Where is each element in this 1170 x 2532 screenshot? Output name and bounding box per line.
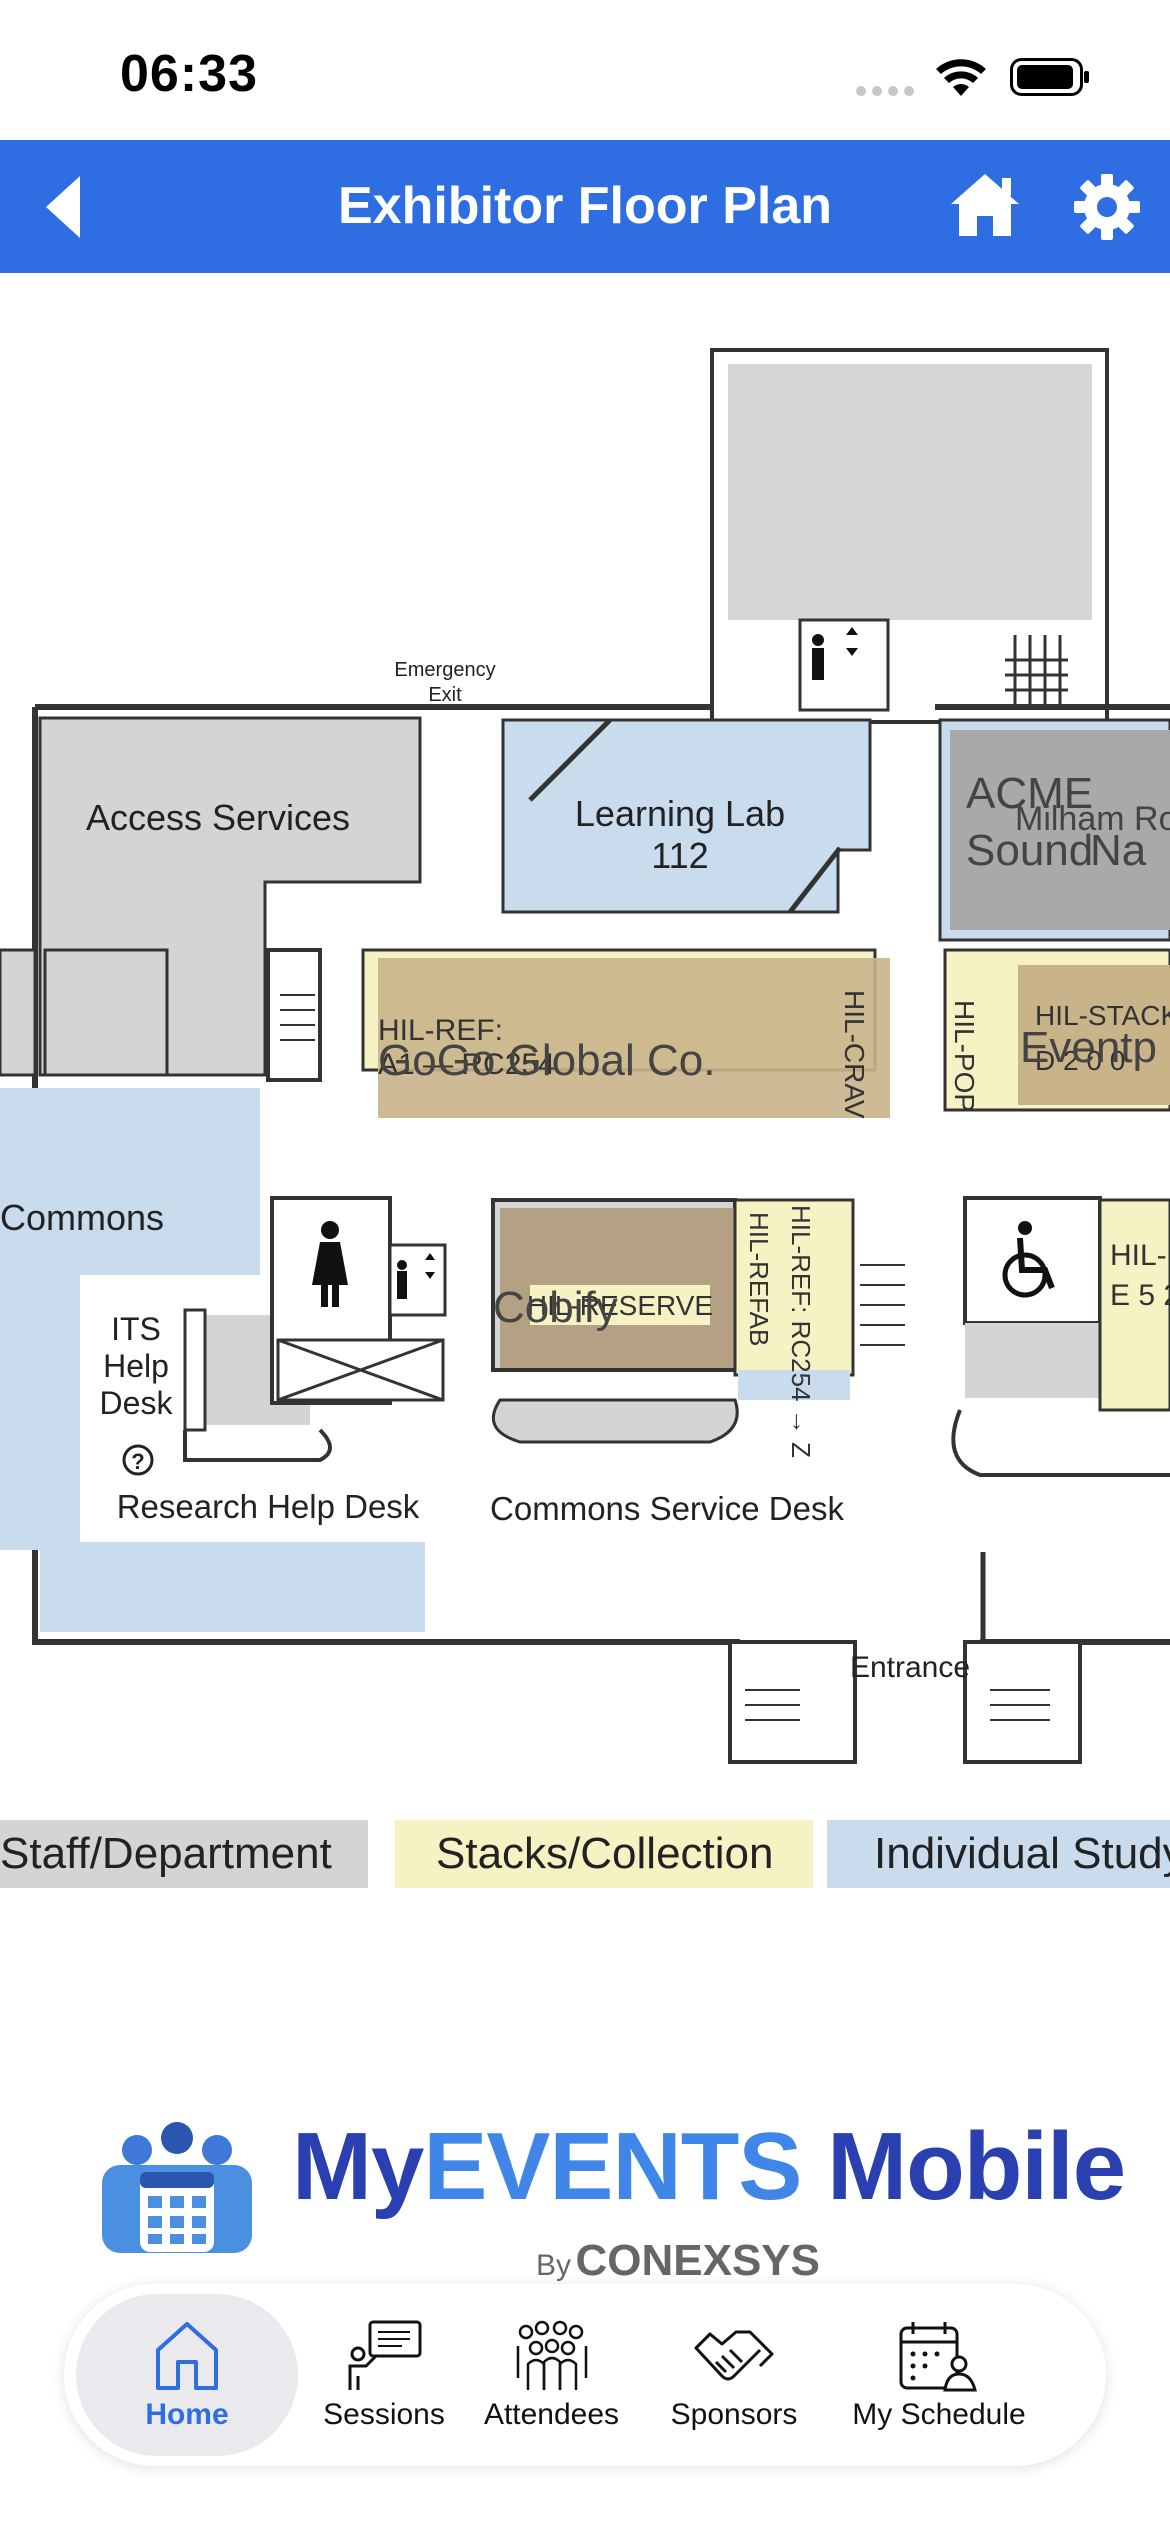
- tab-sessions-label: Sessions: [323, 2398, 445, 2431]
- tab-attendees[interactable]: Attendees: [464, 2284, 639, 2466]
- exhibitor-eventp: Eventp: [1020, 1023, 1157, 1072]
- entrance-label: Entrance: [850, 1651, 970, 1684]
- legend-study-label: Individual Study: [874, 1829, 1170, 1878]
- exhibitor-cobify: Cobify: [493, 1283, 618, 1332]
- presenter-icon: [348, 2320, 422, 2390]
- tab-home-label: Home: [145, 2398, 229, 2431]
- tab-sponsors[interactable]: Sponsors: [639, 2284, 829, 2466]
- stairs-top: [1005, 635, 1068, 710]
- legend-staff: [0, 1820, 368, 1888]
- back-button[interactable]: [42, 174, 84, 245]
- home-icon: [156, 2322, 218, 2390]
- battery-icon: [1010, 58, 1092, 101]
- handshake-icon: [694, 2330, 774, 2381]
- staff-area-top: [728, 364, 1092, 620]
- settings-button[interactable]: [1072, 172, 1142, 247]
- tab-sponsors-label: Sponsors: [670, 2398, 798, 2431]
- commons-label: Commons: [0, 1197, 164, 1238]
- access-services-label: Access Services: [86, 797, 350, 838]
- its-help-desk-label-2: Help: [103, 1348, 169, 1384]
- legend-study: [827, 1820, 1170, 1888]
- hil-refab-label: HIL-REFAB: [744, 1212, 774, 1346]
- hil-crav-label: HIL-CRAV: [839, 990, 870, 1119]
- exhibitor-gogo-global: GoGo Global Co.: [378, 1036, 716, 1085]
- home-button[interactable]: [948, 170, 1022, 245]
- elevator-icon-top: [812, 627, 858, 680]
- tab-attendees-label: Attendees: [483, 2398, 620, 2431]
- its-help-desk-label-1: ITS: [111, 1311, 161, 1347]
- svg-text:?: ?: [131, 1449, 144, 1474]
- hil-pop-label: HIL-POP: [949, 1000, 980, 1112]
- research-help-desk-label: Research Help Desk: [117, 1488, 420, 1525]
- cellular-signal-icon: [855, 84, 917, 103]
- tab-home[interactable]: Home: [76, 2294, 298, 2456]
- page-title: Exhibitor Floor Plan: [337, 177, 833, 235]
- exhibitor-acme-sound-2: Sound: [966, 826, 1093, 875]
- restroom-icon: [312, 1221, 348, 1307]
- elevator-icon: [397, 1253, 435, 1299]
- hil-reserve-label: HIL-RESERVE: [527, 1290, 713, 1321]
- gear-icon: [1074, 174, 1140, 240]
- hil-stack-label: HIL-STACK: [1035, 1000, 1170, 1031]
- legend-stacks: [395, 1820, 813, 1888]
- bottom-tab-bar: Home Sessions Attendees: [64, 2284, 1106, 2466]
- conexsys-logo-text: By CONEXSYS: [536, 2236, 820, 2285]
- myevents-logo-icon: [100, 2120, 254, 2260]
- hil-ref-range: A1 — RC254: [378, 1048, 555, 1081]
- hil-ref-rc-label: HIL-REF: RC254 → Z: [786, 1205, 816, 1458]
- hil-stack-range: D 2 0 0: [1035, 1045, 1125, 1076]
- myevents-logo-text: MyEVENTS Mobile: [292, 2113, 1126, 2220]
- hil-e-label: HIL-: [1110, 1239, 1167, 1272]
- learning-lab-label: Learning Lab: [575, 793, 785, 834]
- status-time: 06:33: [120, 45, 258, 103]
- wifi-icon: [935, 58, 987, 103]
- exhibitor-acme-sound-1: ACME: [966, 769, 1093, 818]
- chevron-left-icon: [46, 176, 80, 238]
- wheelchair-icon: [1002, 1221, 1055, 1298]
- people-icon: [516, 2320, 587, 2390]
- learning-lab-number: 112: [651, 835, 708, 876]
- booth-gogo-global[interactable]: [378, 958, 890, 1118]
- tab-my-schedule[interactable]: My Schedule: [829, 2284, 1049, 2466]
- hil-e-range: E 5 2: [1110, 1279, 1170, 1312]
- exhibitor-milham: Milham Ro: [1015, 800, 1170, 838]
- commons-area[interactable]: [0, 1088, 425, 1632]
- commons-service-desk-label: Commons Service Desk: [490, 1490, 844, 1527]
- its-help-desk-label-3: Desk: [100, 1385, 174, 1421]
- floor-plan-map[interactable]: Emergency Exit Access Services Learning …: [0, 330, 1170, 1900]
- emergency-exit-label: Emergency: [394, 659, 495, 681]
- exhibitor-na: Na: [1090, 826, 1147, 875]
- legend-staff-label: Staff/Department: [0, 1829, 332, 1878]
- legend-stacks-label: Stacks/Collection: [436, 1829, 773, 1878]
- app-header: Exhibitor Floor Plan: [0, 140, 1170, 273]
- tab-my-schedule-label: My Schedule: [852, 2398, 1026, 2431]
- booth-eventp[interactable]: [1018, 965, 1170, 1105]
- home-icon: [951, 174, 1019, 236]
- booth-acme-sound[interactable]: [950, 730, 1170, 930]
- tab-sessions[interactable]: Sessions: [304, 2284, 464, 2466]
- emergency-exit-label-2: Exit: [428, 684, 462, 706]
- hil-ref-label: HIL-REF:: [378, 1014, 503, 1047]
- calendar-person-icon: [899, 2322, 977, 2392]
- help-question-icon: ?: [122, 1444, 154, 1476]
